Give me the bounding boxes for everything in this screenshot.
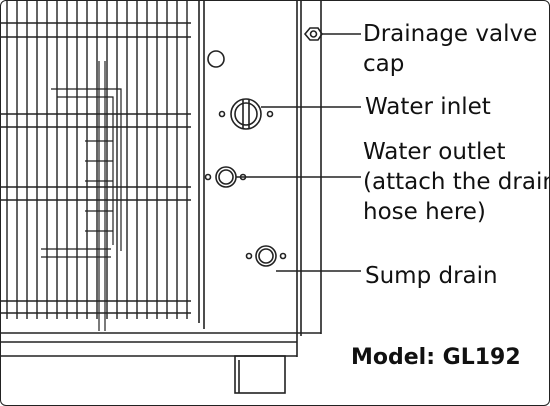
label-water-outlet-line2: (attach the drain [363,169,550,195]
panel-port [207,50,225,68]
sump-drain-port [245,245,287,267]
label-water-inlet: Water inlet [365,94,491,120]
fan-grille [1,1,191,319]
water-inlet-port [218,98,274,130]
model-label: Model: GL192 [351,345,521,370]
leader-lines [236,33,361,272]
label-drainage-valve-line2: cap [363,51,405,77]
label-sump-drain: Sump drain [365,263,498,289]
unit-foot [234,355,286,394]
drainage-valve-cap [303,27,323,41]
internal-pipes [41,61,122,331]
label-drainage-valve-line1: Drainage valve [363,21,538,47]
unit-housing [1,1,322,357]
label-water-outlet-line1: Water outlet [363,139,506,165]
label-water-outlet-line3: hose here) [363,199,486,225]
